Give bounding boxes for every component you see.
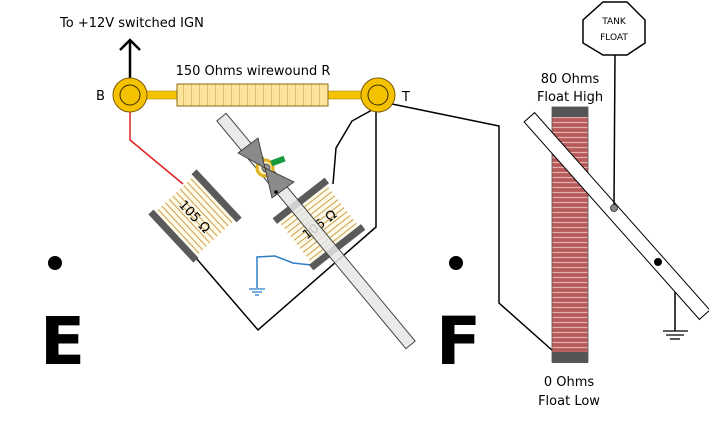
sender-high-ohms: 80 Ohms [541, 72, 600, 87]
terminal-t-label: T [401, 90, 410, 105]
terminal-t [360, 77, 396, 113]
tank-float: TANK FLOAT [582, 1, 646, 56]
float-arm [523, 111, 709, 321]
wire-t-to-left-coil [195, 112, 377, 332]
needle-pivot [237, 137, 295, 199]
float-rod [613, 54, 616, 206]
sender-low-pos: Float Low [538, 394, 600, 409]
supply-label: To +12V switched IGN [59, 16, 204, 31]
counterweight-icon [237, 137, 266, 169]
empty-label: E [40, 303, 85, 380]
pointer-tab [270, 155, 286, 167]
wire-t-to-right-coil [332, 109, 373, 185]
resistor-label: 150 Ohms wirewound R [176, 64, 331, 79]
wire-t-to-sender [391, 103, 554, 352]
terminal-b [112, 77, 148, 113]
empty-mark [48, 256, 62, 270]
blue-ground-wire [256, 255, 312, 288]
left-coil: 105 Ω [148, 169, 242, 263]
float-pin [610, 204, 618, 212]
ground-icon [249, 288, 265, 296]
supply-arrow-icon [119, 38, 141, 80]
tank-float-line1: TANK [601, 17, 627, 27]
tank-float-line2: FLOAT [600, 33, 628, 43]
pointer-tip-icon [264, 167, 295, 199]
red-wire [129, 112, 184, 185]
sender-high-pos: Float High [537, 90, 603, 105]
ground-icon [663, 330, 688, 340]
full-label: F [436, 303, 481, 380]
terminal-b-label: B [96, 89, 105, 104]
wirewound-resistor [176, 83, 329, 107]
arm-pivot [654, 258, 662, 266]
sender-low-ohms: 0 Ohms [544, 375, 595, 390]
full-mark [449, 256, 463, 270]
